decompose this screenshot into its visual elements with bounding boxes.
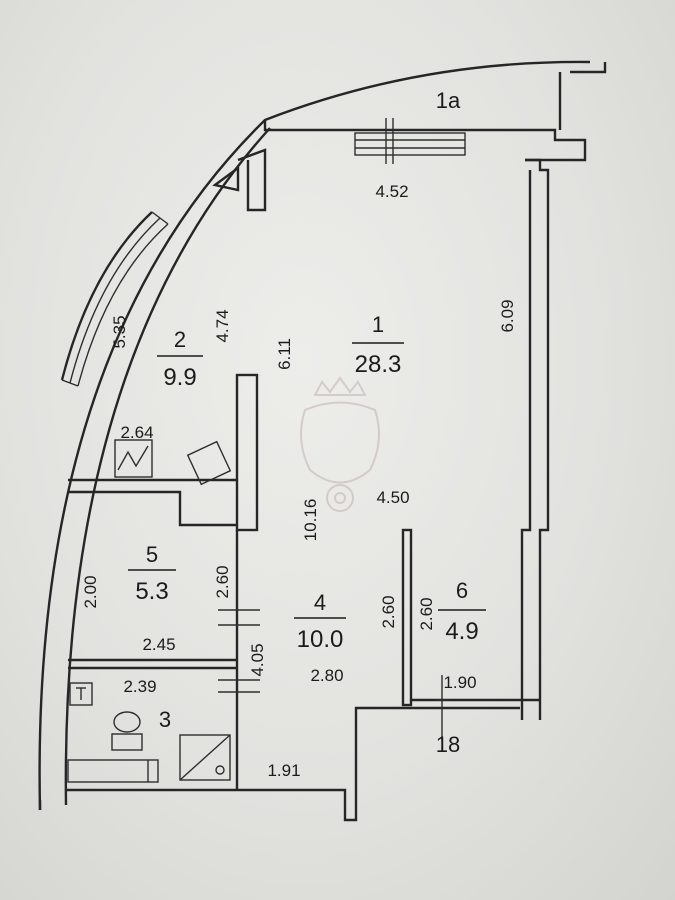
svg-text:1a: 1a — [436, 88, 461, 113]
marker-18: 18 — [436, 732, 460, 757]
room-5-label: 5 5.3 — [128, 542, 176, 605]
dim-1-91: 1.91 — [267, 761, 300, 780]
dim-10-16: 10.16 — [301, 499, 320, 542]
curved-exterior-wall — [38, 60, 591, 811]
svg-text:5: 5 — [146, 542, 158, 567]
balcony-door — [354, 118, 466, 164]
curved-window — [60, 211, 169, 387]
dim-5-35: 5.35 — [110, 315, 129, 348]
dim-2-45: 2.45 — [142, 635, 175, 654]
dim-2-39: 2.39 — [123, 677, 156, 696]
dim-6-11: 6.11 — [275, 338, 294, 370]
svg-text:28.3: 28.3 — [355, 351, 402, 378]
dim-2-80: 2.80 — [310, 666, 343, 685]
bottom-walls — [38, 698, 540, 822]
dim-4-52: 4.52 — [375, 182, 408, 201]
dim-2-64: 2.64 — [120, 423, 153, 442]
room6-partition — [401, 528, 413, 707]
bathroom-fixtures — [67, 682, 231, 783]
balcony-outline — [263, 62, 607, 162]
svg-text:9.9: 9.9 — [163, 364, 196, 391]
dim-6-09: 6.09 — [498, 299, 517, 332]
svg-text:1: 1 — [372, 312, 384, 337]
dim-2-60-room5: 2.60 — [213, 565, 232, 598]
room-1-label: 1 28.3 — [352, 312, 404, 378]
svg-text:4: 4 — [314, 590, 326, 615]
dim-4-74: 4.74 — [213, 309, 232, 342]
appliance-box — [114, 439, 153, 478]
room-6-label: 6 4.9 — [438, 578, 486, 645]
svg-text:5.3: 5.3 — [135, 578, 168, 605]
marker-tick — [435, 675, 449, 740]
svg-text:2: 2 — [174, 327, 186, 352]
room2-bottom-wall — [68, 478, 237, 527]
room-2-label: 2 9.9 — [157, 327, 203, 391]
svg-text:4.9: 4.9 — [445, 618, 478, 645]
small-appliance-box — [186, 440, 232, 486]
upper-interior-wall — [212, 148, 267, 212]
right-exterior-wall — [520, 158, 550, 720]
dim-2-00: 2.00 — [81, 575, 100, 608]
room-3-label: 3 — [159, 707, 171, 732]
dim-4-50: 4.50 — [376, 488, 409, 507]
room5-walls — [68, 609, 260, 693]
svg-text:10.0: 10.0 — [297, 626, 344, 653]
lion-crest-watermark — [300, 376, 380, 512]
svg-text:3: 3 — [159, 707, 171, 732]
dim-1-90: 1.90 — [443, 673, 476, 692]
room-1a-label: 1a — [436, 88, 461, 113]
dim-2-60-room4: 2.60 — [379, 595, 398, 628]
room-4-label: 4 10.0 — [294, 590, 346, 653]
dim-2-60-room6: 2.60 — [417, 597, 436, 630]
svg-text:6: 6 — [456, 578, 468, 603]
central-partition — [235, 373, 259, 790]
dim-4-05: 4.05 — [248, 643, 267, 676]
